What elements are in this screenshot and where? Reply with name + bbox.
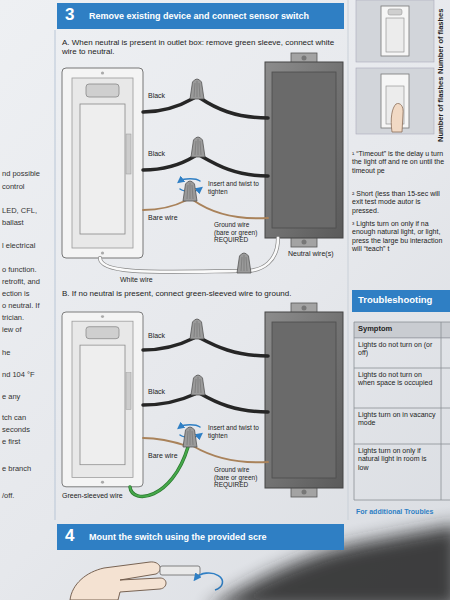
column-fragment: seconds [2, 426, 30, 435]
wire-label: Bare wire [148, 214, 178, 222]
table-header-fill [354, 322, 450, 338]
wire-label: Black [148, 92, 165, 100]
column-fragment: e any [2, 393, 20, 402]
column-fragment: trician. [2, 314, 24, 323]
column-fragment: iew of [2, 326, 22, 335]
column-fragment: LED, CFL, [2, 207, 37, 216]
column-fragment: ballast [2, 219, 24, 228]
heading-band: 3 Remove existing device and connect sens… [57, 3, 344, 29]
column-fragment: nd possible [2, 170, 40, 179]
side-heading: Number of flashes [437, 9, 446, 74]
table-rule [354, 337, 450, 338]
side-heading: Number of flashes [437, 77, 446, 142]
column-fragment: l electrical [2, 242, 35, 251]
step-number: 3 [65, 5, 74, 25]
step-title: Remove existing device and connect senso… [89, 11, 309, 21]
column-fragment: control [2, 183, 25, 192]
heading-band: Troubleshooting [352, 290, 450, 312]
wire-label: Green-sleeved wire [62, 492, 123, 500]
table-rule [354, 368, 450, 369]
table-rule [354, 322, 450, 323]
wire-label: Insert and twist to tighten [208, 424, 260, 439]
column-fragment: retrofit, and [2, 278, 40, 287]
table-cell: Lights do not turn on when space is occu… [358, 371, 438, 388]
wire-label: Bare wire [148, 452, 178, 460]
step-title: Mount the switch using the provided scre [89, 532, 267, 542]
section-heading: Troubleshooting [358, 295, 432, 306]
instruction-text: B. If no neutral is present, connect gre… [62, 289, 342, 298]
column-fragment: e branch [2, 465, 31, 474]
step-number: 4 [65, 526, 74, 546]
wire-label: White wire [120, 276, 153, 284]
table-rule [354, 408, 450, 409]
wire-label: Ground wire (bare or green) REQUIRED [214, 221, 264, 244]
column-fragment: he [2, 349, 10, 358]
wire-label: Black [148, 332, 165, 340]
column-fragment: e first [2, 438, 20, 447]
table-cell: Lights turn on only if natural light in … [358, 447, 438, 472]
wire-label: Insert and twist to tighten [208, 180, 260, 195]
column-fragment: tch can [2, 414, 26, 423]
wire-label: Ground wire (bare or green) REQUIRED [214, 466, 264, 489]
column-fragment: /off. [2, 492, 14, 501]
wire-label: Black [148, 388, 165, 396]
table-cell: Lights do not turn on (or off) [358, 341, 438, 358]
table-rule [354, 500, 450, 501]
instruction-text: A. When neutral is present in outlet box… [62, 38, 342, 57]
link-text: For additional Troubles [356, 508, 433, 516]
table-cell: Lights turn on in vacancy mode [358, 411, 438, 428]
footnote: ¹ “Timeout” is the delay u turn the ligh… [352, 150, 448, 175]
column-fragment: o function. [2, 266, 37, 275]
table-rule [354, 322, 355, 500]
heading-band: 4 Mount the switch using the provided scr… [57, 524, 344, 550]
column-fragment: nd 104 °F [2, 371, 35, 380]
footnote: ³ Lights turn on only if na enough natur… [352, 220, 448, 253]
column-fragment: o neutral. If [2, 302, 40, 311]
wire-label: Black [148, 150, 165, 158]
table-rule [354, 444, 450, 445]
wire-label: Neutral wire(s) [288, 250, 334, 258]
footnote: ² Short (less than 15-sec will exit test… [352, 190, 448, 215]
column-fragment: ection is [2, 290, 30, 299]
table-header: Symptom [358, 325, 438, 334]
table-rule [441, 322, 442, 500]
